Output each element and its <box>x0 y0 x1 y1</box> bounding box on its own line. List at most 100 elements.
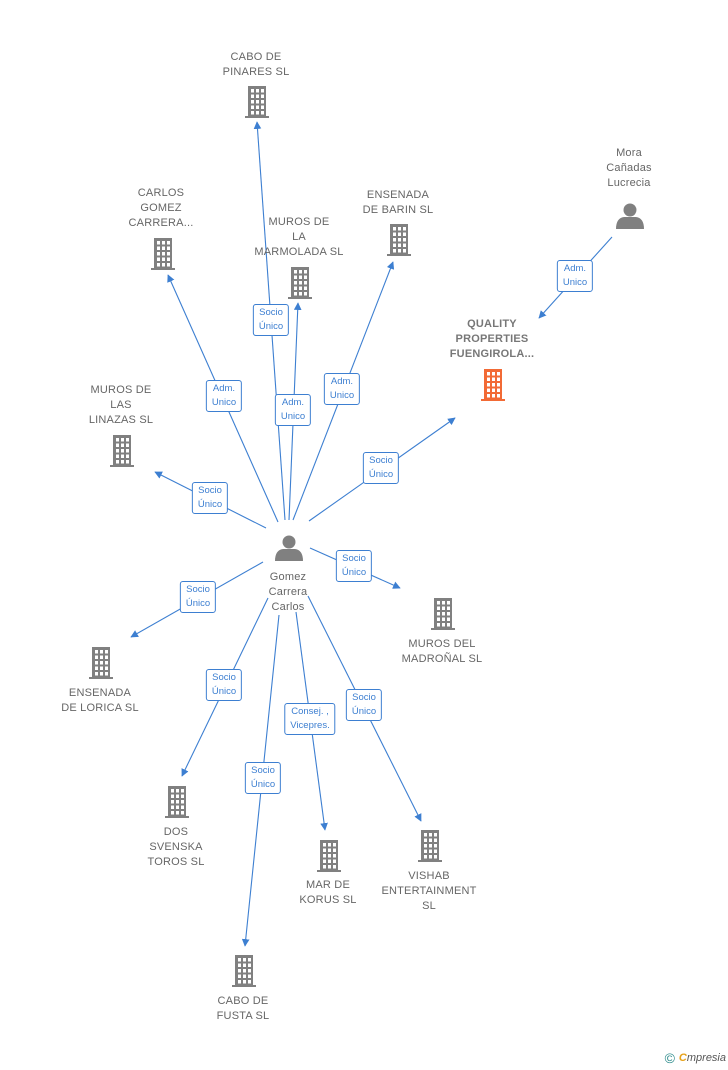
building-icon[interactable] <box>387 224 411 256</box>
node-label-line: Carrera <box>268 586 308 598</box>
brand-logo: Cmpresia <box>678 1052 726 1064</box>
node-mar_korus[interactable]: MAR DE KORUS SL <box>299 878 356 908</box>
node-label-line: CABO DE <box>230 51 282 63</box>
footer-brand: © Cmpresia <box>665 1050 726 1066</box>
node-label-line: DE BARIN SL <box>362 204 434 216</box>
edge-label-line: Único <box>197 499 223 510</box>
node-carlos_gomez[interactable]: CARLOS GOMEZ CARRERA... <box>129 186 194 231</box>
node-ensenada_barin[interactable]: ENSENADA DE BARIN SL <box>363 188 434 218</box>
node-label-line: FUSTA SL <box>216 1010 270 1022</box>
edge-label-carlos_gomez[interactable]: Adm. Unico <box>205 380 243 412</box>
node-label-line: TOROS SL <box>147 856 205 868</box>
edge-label-muros_marmolada[interactable]: Adm.Unico <box>274 394 312 426</box>
building-icon[interactable] <box>89 647 113 679</box>
node-label-line: GOMEZ <box>140 202 182 214</box>
copyright-icon: © <box>664 1050 675 1066</box>
node-label-line: QUALITY <box>467 318 517 330</box>
node-label-line: Cañadas <box>606 162 652 174</box>
node-vishab[interactable]: VISHAB ENTERTAINMENT SL <box>381 869 476 914</box>
edge-label-line: Unico <box>211 397 237 408</box>
edge-label-line: Único <box>351 706 377 717</box>
edge-label-line: Único <box>250 779 276 790</box>
building-icon[interactable] <box>418 830 442 862</box>
edge-label-line: Socio <box>212 672 236 683</box>
node-label-line: VISHAB <box>408 870 450 882</box>
edge-label-line: Vicepres. <box>290 720 330 731</box>
node-label-line: CARRERA... <box>128 217 194 229</box>
node-label-line: CARLOS <box>137 187 185 199</box>
edge-label-line: Unico <box>280 411 306 422</box>
node-label-line: Gomez <box>269 571 307 583</box>
node-label-line: MUROS DE <box>90 384 152 396</box>
person-icon[interactable] <box>275 535 303 562</box>
edge-label-line: Único <box>341 567 367 578</box>
node-label-line: LAS <box>110 399 132 411</box>
edge-label-line: Socio <box>342 553 366 564</box>
building-icon[interactable] <box>165 786 189 818</box>
person-icon[interactable] <box>616 203 644 230</box>
edge-label-line: Socio <box>369 455 393 466</box>
edge-label-line: Socio <box>251 765 275 776</box>
node-label-line: FUENGIROLA... <box>449 348 535 360</box>
node-label-line: MAR DE <box>306 879 350 891</box>
node-label-line: CABO DE <box>217 995 269 1007</box>
node-cabo_pinares[interactable]: CABO DE PINARES SL <box>223 50 290 80</box>
node-label-line: DOS <box>163 826 189 838</box>
edge-label-line: Socio <box>352 692 376 703</box>
node-label-line: ENTERTAINMENT <box>381 885 477 897</box>
building-icon[interactable] <box>288 267 312 299</box>
edge-label-line: Socio <box>186 584 210 595</box>
node-label-line: SL <box>422 900 436 912</box>
building-icon[interactable] <box>481 369 505 401</box>
node-muros_marmolada[interactable]: MUROS DE LA MARMOLADA SL <box>254 215 343 260</box>
node-label-line: PINARES SL <box>222 66 290 78</box>
node-label-line: Lucrecia <box>607 177 651 189</box>
edge-label-line: Consej. , <box>291 706 329 717</box>
edge-label-line: Único <box>368 469 394 480</box>
node-label-line: ENSENADA <box>366 189 430 201</box>
node-muros_madronal[interactable]: MUROS DEL MADROÑAL SL <box>402 637 483 667</box>
node-dos_svenska[interactable]: DOS SVENSKA TOROS SL <box>147 825 204 870</box>
edge-label-line: Socio <box>259 307 283 318</box>
edge-label-mar_korus[interactable]: Consej. , Vicepres. <box>284 703 336 735</box>
node-cabo_fusta[interactable]: CABO DE FUSTA SL <box>217 994 270 1024</box>
edge-label-line: Único <box>185 598 211 609</box>
node-label-line: MADROÑAL SL <box>401 653 483 665</box>
building-icon[interactable] <box>151 238 175 270</box>
edge-label-quality[interactable]: Adm.Unico <box>556 260 594 292</box>
building-icon[interactable] <box>245 86 269 118</box>
node-label-line: MUROS DEL <box>408 638 476 650</box>
node-label-line: MARMOLADA SL <box>254 246 344 258</box>
edge-label-line: Unico <box>329 390 355 401</box>
node-label-line: Mora <box>616 147 642 159</box>
building-icon[interactable] <box>110 435 134 467</box>
edge-label-line: Adm. <box>212 383 236 394</box>
building-icon[interactable] <box>232 955 256 987</box>
node-label-line: KORUS SL <box>299 894 357 906</box>
edge-label-ensenada_barin[interactable]: Adm. Unico <box>323 373 361 405</box>
edge-label-line: Socio <box>198 485 222 496</box>
edge-label-line: Único <box>258 321 284 332</box>
node-label-line: SVENSKA <box>149 841 203 853</box>
edge-label-line: Adm. <box>563 263 587 274</box>
node-label-line: LA <box>292 231 306 243</box>
node-label-line: MUROS DE <box>268 216 330 228</box>
edge-label-line: Adm. <box>330 376 354 387</box>
node-label-line: DE LORICA SL <box>61 702 139 714</box>
building-icon[interactable] <box>317 840 341 872</box>
building-icon[interactable] <box>431 598 455 630</box>
edge-label-line: Único <box>211 686 237 697</box>
